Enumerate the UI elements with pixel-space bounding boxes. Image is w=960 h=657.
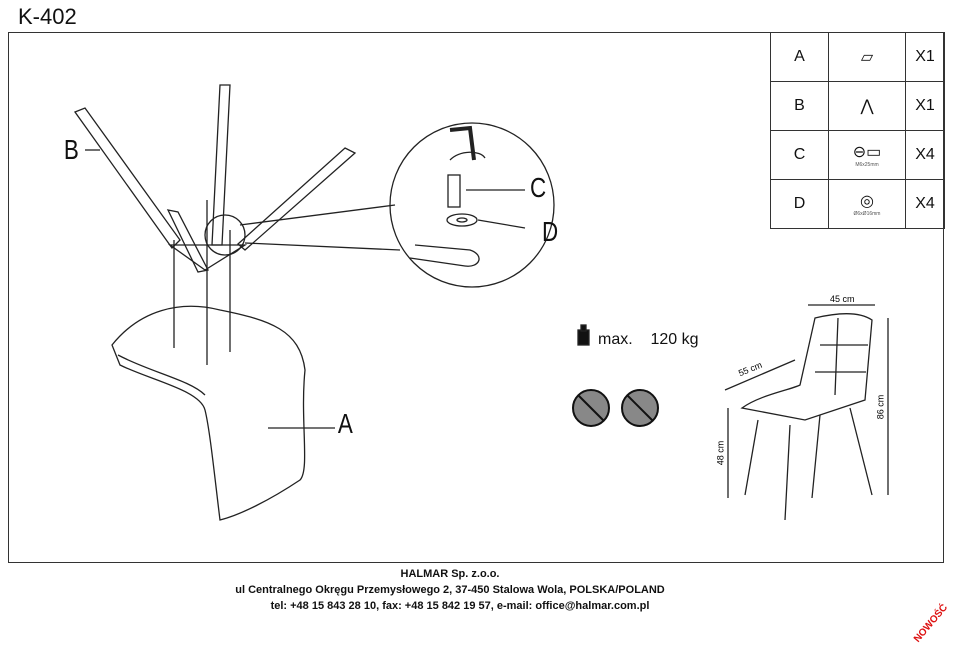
weight-label: max. bbox=[598, 331, 633, 348]
label-d: D bbox=[542, 216, 559, 247]
part-qty: X4 bbox=[905, 179, 945, 229]
chair-drawing bbox=[740, 313, 873, 421]
dim-height: 86 cm bbox=[875, 394, 886, 420]
max-weight: max. 120 kg bbox=[598, 331, 699, 349]
legs-drawing bbox=[73, 84, 357, 273]
parts-row: C ⊖▭M6x25mm X4 bbox=[770, 130, 945, 180]
part-qty: X1 bbox=[905, 32, 945, 82]
bolt-icon: ⊖▭ bbox=[852, 144, 882, 161]
part-letter: A bbox=[770, 32, 829, 82]
label-c: C bbox=[530, 172, 547, 203]
part-spec: Ø6xØ16mm bbox=[853, 211, 881, 217]
product-code: K-402 bbox=[18, 4, 77, 29]
legs-icon: ⋀ bbox=[828, 81, 906, 131]
dim-width: 45 cm bbox=[830, 294, 855, 304]
detail-circle bbox=[389, 122, 555, 288]
parts-row: A ▱ X1 bbox=[770, 32, 945, 82]
footer-company: HALMAR Sp. z.o.o. bbox=[400, 568, 500, 580]
weight-icon bbox=[577, 329, 590, 346]
label-b: B bbox=[63, 134, 79, 165]
weight-value: 120 kg bbox=[650, 331, 699, 348]
footer-address: ul Centralnego Okręgu Przemysłowego 2, 3… bbox=[235, 584, 665, 596]
parts-row: D ◎Ø6xØ16mm X4 bbox=[770, 179, 945, 229]
part-letter: B bbox=[770, 81, 829, 131]
dim-seat-height: 48 cm bbox=[715, 440, 726, 466]
part-qty: X4 bbox=[905, 130, 945, 180]
seat-icon: ▱ bbox=[828, 32, 906, 82]
washer-icon: ◎ bbox=[860, 193, 874, 210]
parts-row: B ⋀ X1 bbox=[770, 81, 945, 131]
part-letter: C bbox=[770, 130, 829, 180]
parts-table: A ▱ X1 B ⋀ X1 C ⊖▭M6x25mm X4 D ◎Ø6xØ16mm… bbox=[770, 32, 945, 229]
part-letter: D bbox=[770, 179, 829, 229]
seat-drawing bbox=[111, 305, 306, 521]
part-spec: M6x25mm bbox=[855, 162, 879, 168]
footer-contact: tel: +48 15 843 28 10, fax: +48 15 842 1… bbox=[270, 600, 650, 612]
diagram-frame bbox=[8, 32, 944, 563]
label-a: A bbox=[337, 408, 353, 439]
part-qty: X1 bbox=[905, 81, 945, 131]
